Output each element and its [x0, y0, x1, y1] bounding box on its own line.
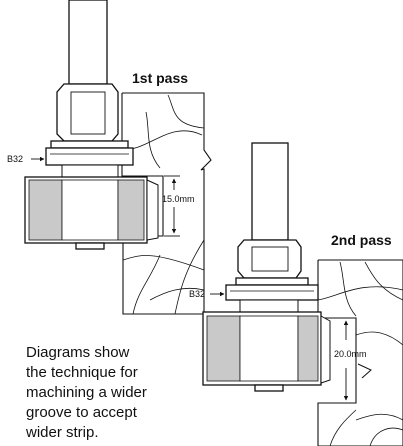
caption-line: Diagrams show — [26, 344, 130, 361]
first-pass-bearing-callout: B32 — [7, 154, 45, 164]
first-pass-dimension-label: 15.0mm — [162, 194, 195, 204]
second-pass-diagram: B32 20.0mm 2nd pass — [189, 142, 403, 446]
second-pass-bearing-label: B32 — [189, 289, 205, 299]
second-pass-bearing-callout: B32 — [189, 289, 225, 299]
second-pass-bearing — [225, 284, 319, 301]
caption-line: machining a wider — [26, 384, 147, 401]
second-pass-title: 2nd pass — [331, 232, 392, 248]
first-pass-bearing-label: B32 — [7, 154, 23, 164]
caption-line: wider strip. — [26, 424, 99, 441]
second-pass-shank — [251, 142, 289, 241]
first-pass-cutter — [24, 0, 159, 250]
first-pass-diagram: B32 15.0mm 1st pass — [7, 0, 212, 315]
second-pass-workpiece — [317, 259, 403, 446]
second-pass-dimension-label: 20.0mm — [334, 349, 367, 359]
first-pass-title: 1st pass — [132, 70, 188, 86]
first-pass-dimension — [164, 175, 180, 237]
caption-line: groove to accept — [26, 404, 137, 421]
second-pass-dimension — [336, 317, 356, 404]
caption-line: the technique for — [26, 364, 138, 381]
first-pass-bearing — [45, 147, 134, 166]
caption: Diagrams show the technique for machinin… — [26, 343, 176, 443]
first-pass-shank — [68, 0, 108, 85]
second-pass-cutter — [202, 142, 331, 392]
